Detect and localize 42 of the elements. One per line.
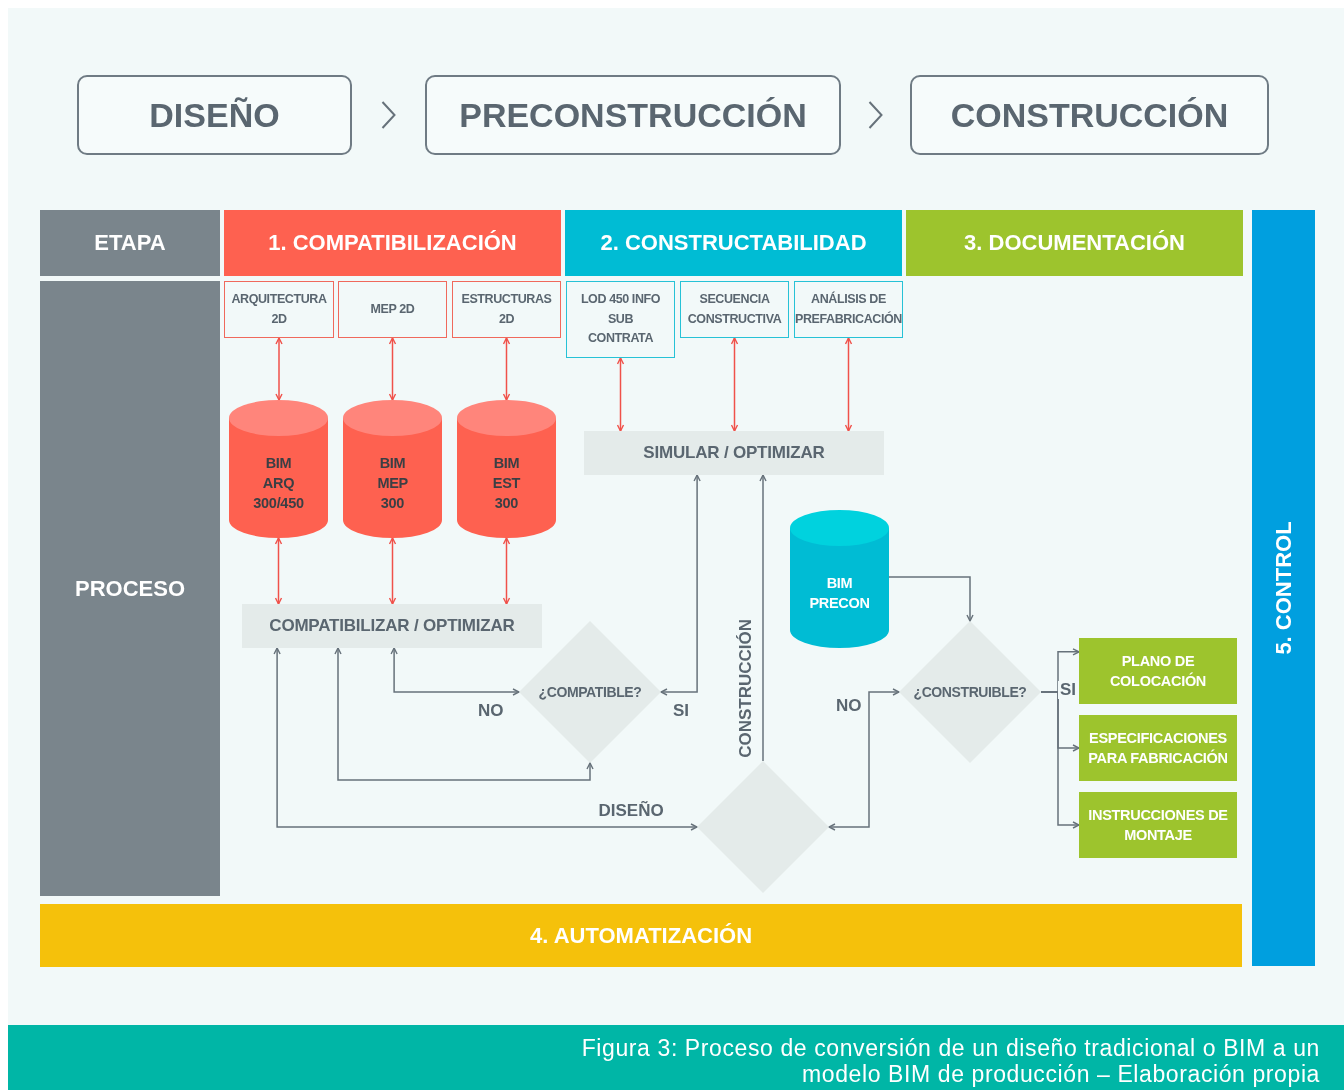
control-bar: 5. CONTROL [1252, 210, 1315, 966]
arrow [274, 537, 283, 605]
arrow [1040, 691, 1080, 829]
arrow [759, 474, 767, 762]
arrow [844, 337, 853, 432]
document-box: ANÁLISIS DE PREFABRICACIÓN [794, 281, 903, 338]
document-box: ESTRUCTURAS 2D [452, 281, 561, 338]
output-box: ESPECIFICACIONES PARA FABRICACIÓN [1079, 715, 1237, 781]
document-box: LOD 450 INFO SUB CONTRATA [566, 281, 675, 358]
arrow [888, 576, 974, 622]
output-box: PLANO DE COLOCACIÓN [1079, 638, 1237, 704]
arrow [388, 537, 397, 605]
decision-diamond [697, 761, 829, 893]
automation-bar: 4. AUTOMATIZACIÓN [40, 904, 1242, 967]
arrow [660, 474, 701, 696]
arrow [828, 688, 900, 831]
phase-box: DISEÑO [77, 75, 352, 155]
document-box: SECUENCIA CONSTRUCTIVA [680, 281, 789, 338]
figure-caption: Figura 3: Proceso de conversión de un diseño tradicional o BIM a un modelo BIM de producción – Elaboración propia [580, 1035, 1320, 1088]
phase-box: PRECONSTRUCCIÓN [425, 75, 841, 155]
output-box: INSTRUCCIONES DE MONTAJE [1079, 792, 1237, 858]
arrow [502, 537, 511, 605]
document-box: ARQUITECTURA 2D [224, 281, 334, 338]
stage-header: 1. COMPATIBILIZACIÓN [224, 210, 561, 276]
phase-box: CONSTRUCCIÓN [910, 75, 1269, 155]
arrow [502, 337, 511, 401]
arrow [616, 357, 625, 432]
arrow [273, 647, 698, 831]
arrow [334, 647, 594, 781]
decision-diamond: ¿COMPATIBLE? [519, 621, 661, 763]
stage-header: ETAPA [40, 210, 220, 276]
stage-header: 2. CONSTRUCTABILIDAD [565, 210, 902, 276]
process-box: COMPATIBILIZAR / OPTIMIZAR [242, 604, 542, 648]
arrow [730, 337, 739, 432]
process-box: SIMULAR / OPTIMIZAR [584, 431, 884, 475]
stage-header: 3. DOCUMENTACIÓN [906, 210, 1243, 276]
arrow [275, 337, 283, 401]
arrow [388, 337, 397, 401]
decision-diamond: ¿CONSTRUIBLE? [899, 621, 1041, 763]
document-box: MEP 2D [338, 281, 447, 338]
stage-header: PROCESO [40, 281, 220, 896]
arrow [390, 647, 520, 696]
